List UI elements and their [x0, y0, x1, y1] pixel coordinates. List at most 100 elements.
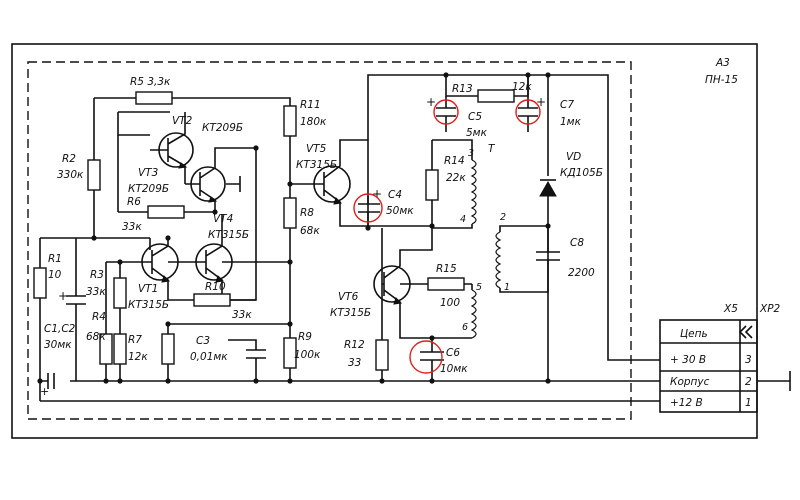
- transistor-vt3: [185, 147, 256, 214]
- svg-text:+: +: [426, 95, 436, 109]
- block-model: ПН-15: [705, 74, 738, 86]
- resistor-r10: [168, 148, 257, 307]
- t-pin-6: 6: [462, 322, 468, 333]
- connector-ref-x5: X5: [723, 303, 738, 315]
- vt4-type: КТ315Б: [208, 229, 249, 241]
- vd-value: КД105Б: [560, 167, 603, 179]
- c3-value: 0,01мк: [190, 351, 228, 363]
- r14-value: 22к: [446, 172, 466, 184]
- capacitor-c6: [409, 338, 444, 381]
- r4-value: 68к: [86, 331, 106, 343]
- c5-value: 5мк: [466, 127, 488, 139]
- vt2-type: КТ209Б: [202, 122, 243, 134]
- rails: [39, 74, 791, 402]
- t-pin-1: 1: [504, 282, 510, 293]
- r13-value: 12к: [512, 81, 532, 93]
- resistor-r14: [425, 140, 439, 226]
- vt5-ref: VT5: [306, 143, 327, 155]
- transformer-t: [432, 139, 549, 339]
- r1-ref: R1: [48, 253, 62, 265]
- capacitor-c5: +: [426, 95, 459, 132]
- c4-value: 50мк: [386, 205, 414, 217]
- resistor-r1: [33, 267, 47, 299]
- t-pin-5: 5: [476, 282, 482, 293]
- c7-ref: C7: [560, 99, 574, 111]
- r13-ref: R13: [452, 83, 473, 95]
- r8-ref: R8: [300, 207, 314, 219]
- r7-value: 12к: [128, 351, 148, 363]
- r12-ref: R12: [344, 339, 365, 351]
- diode-vd: [539, 75, 557, 222]
- resistor-r4: [99, 261, 120, 381]
- vt3-ref: VT3: [138, 167, 158, 179]
- c6-value: 10мк: [440, 363, 468, 375]
- r3-ref: R3: [90, 269, 104, 281]
- transistor-vt1: [120, 238, 179, 300]
- t-ref: T: [488, 143, 496, 155]
- resistor-r7: [113, 333, 127, 381]
- transistor-vt2: [150, 112, 194, 184]
- r14-ref: R14: [444, 155, 465, 167]
- c3-ref: C3: [196, 335, 210, 347]
- svg-text:+: +: [40, 385, 49, 398]
- resistor-r15: [400, 277, 472, 291]
- vt1-ref: VT1: [138, 283, 158, 295]
- r2-value: 330к: [57, 169, 84, 181]
- c8-ref: C8: [570, 237, 584, 249]
- junction-dots: [37, 72, 551, 384]
- vt6-type: КТ315Б: [330, 307, 371, 319]
- vt4-ref: VT4: [213, 213, 233, 225]
- r11-ref: R11: [300, 99, 321, 111]
- r9-value: 100к: [294, 349, 321, 361]
- r3-value: 33к: [86, 286, 106, 298]
- r11-value: 180к: [300, 116, 327, 128]
- c4-ref: C4: [388, 189, 402, 201]
- connector-row-1-name: + 30 В: [670, 354, 706, 366]
- c1c2-ref: C1,C2: [44, 323, 76, 335]
- r10-ref: R10: [205, 281, 226, 293]
- resistor-r11: [283, 105, 297, 198]
- connector-row-2-pin: 2: [745, 376, 752, 388]
- r6-ref: R6: [127, 196, 141, 208]
- connector-row-3-name: +12 В: [670, 397, 703, 409]
- connector-row-2-name: Корпус: [670, 376, 710, 388]
- t-pin-4: 4: [460, 214, 466, 225]
- outer-frame: [11, 43, 758, 439]
- c5-ref: C5: [468, 111, 482, 123]
- vt1-type: КТ315Б: [128, 299, 169, 311]
- connector-ref-xp2: XP2: [759, 303, 781, 315]
- r7-ref: R7: [128, 334, 142, 346]
- capacitor-c7: +: [515, 75, 546, 132]
- vt3-type: КТ209Б: [128, 183, 169, 195]
- r6-value: 33к: [122, 221, 142, 233]
- r1-value: 10: [48, 269, 62, 281]
- r2-ref: R2: [62, 153, 76, 165]
- vd-ref: VD: [566, 151, 581, 163]
- vt6-ref: VT6: [338, 291, 359, 303]
- resistor-r6: [117, 135, 215, 219]
- r15-value: 100: [440, 297, 460, 309]
- resistor-r3: [113, 262, 127, 334]
- resistor-r2: [87, 159, 101, 238]
- capacitor-c4: +: [353, 187, 383, 228]
- r9-ref: R9: [298, 331, 312, 343]
- t-pin-3: 3: [468, 148, 474, 159]
- c8-value: 2200: [568, 267, 595, 279]
- r8-value: 68к: [300, 225, 320, 237]
- resistor-r12: [375, 284, 389, 381]
- t-pin-2: 2: [500, 212, 506, 223]
- svg-text:+: +: [536, 95, 546, 109]
- vt5-type: КТ315Б: [296, 159, 337, 171]
- c6-ref: C6: [446, 347, 460, 359]
- svg-text:+: +: [372, 187, 382, 201]
- r4-ref: R4: [92, 311, 106, 323]
- block-name: A3: [715, 57, 730, 69]
- capacitor-c1c2: + +: [40, 238, 86, 398]
- connector-row-1-pin: 3: [745, 354, 752, 366]
- r12-value: 33: [348, 357, 361, 369]
- svg-text:+: +: [58, 289, 68, 303]
- resistor-r8: [283, 197, 297, 338]
- connector-row-3-pin: 1: [745, 397, 752, 409]
- r10-value: 33к: [232, 309, 252, 321]
